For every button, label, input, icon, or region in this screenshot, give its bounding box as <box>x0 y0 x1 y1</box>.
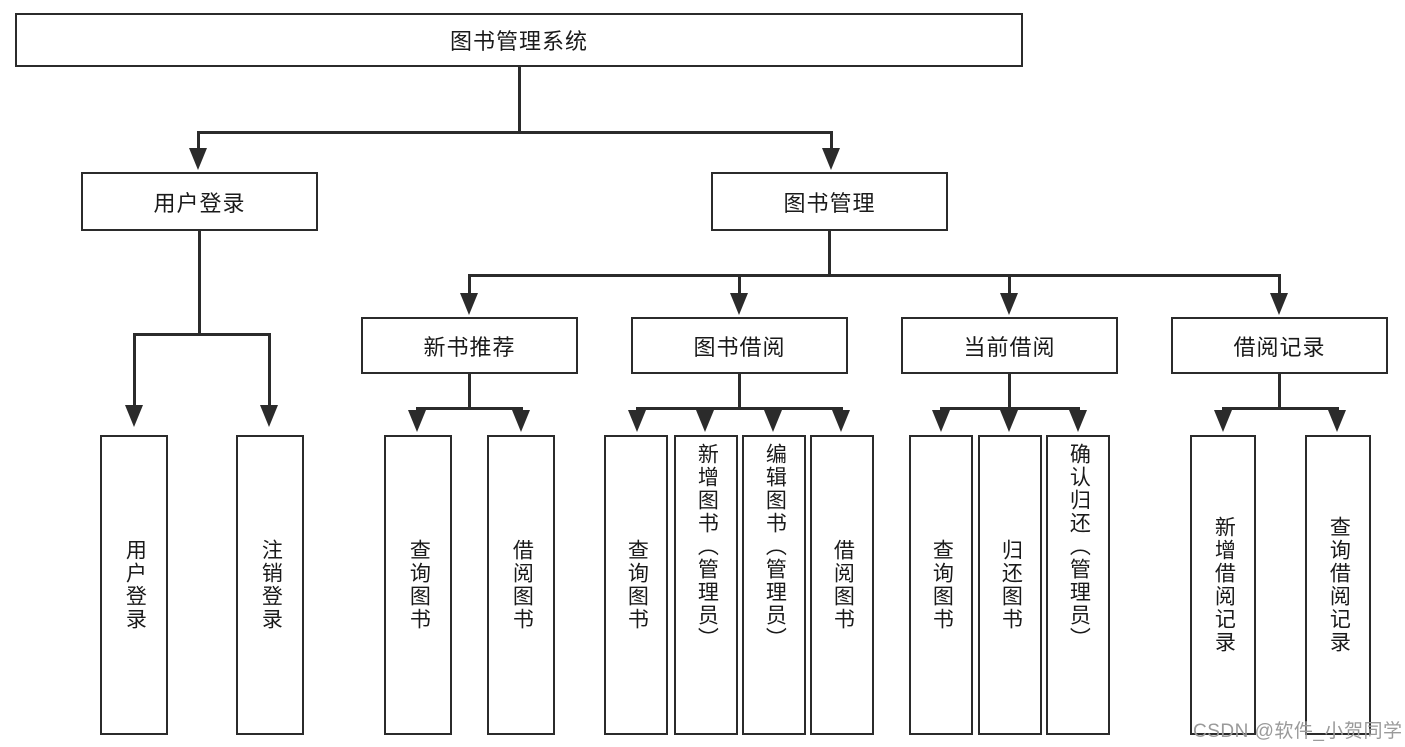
connector-user-login-drop-1 <box>133 333 136 408</box>
connector-level3-drop-2 <box>738 274 741 296</box>
leaf-user-login-logout[interactable]: 注销登录 <box>236 435 304 735</box>
arrow-borrow-record-leaf-1 <box>1214 410 1232 432</box>
leaf-label: 新增图书（管理员） <box>695 443 719 650</box>
connector-book-management-stem <box>828 231 831 276</box>
node-borrow-record[interactable]: 借阅记录 <box>1171 317 1388 374</box>
leaf-borrow-record-query-record[interactable]: 查询借阅记录 <box>1305 435 1371 735</box>
node-new-book-recommend[interactable]: 新书推荐 <box>361 317 578 374</box>
connector-level3-bus <box>468 274 1280 277</box>
leaf-label: 编辑图书（管理员） <box>763 443 787 650</box>
leaf-current-borrow-return-book[interactable]: 归还图书 <box>978 435 1042 735</box>
arrow-current-borrow-leaf-2 <box>1000 410 1018 432</box>
connector-borrow-record-bus <box>1222 407 1339 410</box>
leaf-label: 确认归还（管理员） <box>1067 443 1091 650</box>
connector-level2-drop-2 <box>830 131 833 151</box>
connector-new-book-stem <box>468 374 471 410</box>
arrow-book-borrow-leaf-1 <box>628 410 646 432</box>
arrow-level3-3 <box>1000 293 1018 315</box>
node-label: 图书借阅 <box>693 334 786 360</box>
leaf-label: 新增借阅记录 <box>1212 516 1236 654</box>
leaf-book-borrow-edit-book-admin[interactable]: 编辑图书（管理员） <box>742 435 806 735</box>
node-current-borrow[interactable]: 当前借阅 <box>901 317 1118 374</box>
arrow-current-borrow-leaf-3 <box>1069 410 1087 432</box>
arrow-level2-1 <box>189 148 207 170</box>
arrow-user-login-leaf-1 <box>125 405 143 427</box>
node-user-login[interactable]: 用户登录 <box>81 172 318 231</box>
node-label: 借阅记录 <box>1233 334 1326 360</box>
arrow-book-borrow-leaf-4 <box>832 410 850 432</box>
arrow-level3-2 <box>730 293 748 315</box>
leaf-label: 查询图书 <box>930 539 954 631</box>
node-label: 新书推荐 <box>423 334 516 360</box>
node-book-management[interactable]: 图书管理 <box>711 172 948 231</box>
node-book-borrow[interactable]: 图书借阅 <box>631 317 848 374</box>
node-label: 当前借阅 <box>963 334 1056 360</box>
connector-level2-drop-1 <box>197 131 200 151</box>
arrow-level3-4 <box>1270 293 1288 315</box>
leaf-label: 归还图书 <box>999 539 1023 631</box>
csdn-watermark: CSDN @软件_小贺同学 <box>1193 721 1403 742</box>
leaf-label: 借阅图书 <box>510 539 534 631</box>
arrow-level3-1 <box>460 293 478 315</box>
node-label: 图书管理系统 <box>449 29 588 54</box>
connector-book-borrow-bus <box>636 407 843 410</box>
node-label: 用户登录 <box>153 190 246 216</box>
leaf-book-borrow-borrow-book[interactable]: 借阅图书 <box>810 435 874 735</box>
leaf-new-book-borrow-book[interactable]: 借阅图书 <box>487 435 555 735</box>
connector-level2-bus <box>197 131 833 134</box>
leaf-label: 借阅图书 <box>831 539 855 631</box>
leaf-book-borrow-query-book[interactable]: 查询图书 <box>604 435 668 735</box>
arrow-book-borrow-leaf-3 <box>764 410 782 432</box>
connector-book-borrow-stem <box>738 374 741 410</box>
arrow-borrow-record-leaf-2 <box>1328 410 1346 432</box>
arrow-current-borrow-leaf-1 <box>932 410 950 432</box>
leaf-book-borrow-add-book-admin[interactable]: 新增图书（管理员） <box>674 435 738 735</box>
connector-level3-drop-3 <box>1008 274 1011 296</box>
leaf-label: 查询图书 <box>625 539 649 631</box>
node-label: 图书管理 <box>783 190 876 216</box>
connector-borrow-record-stem <box>1278 374 1281 410</box>
leaf-label: 查询借阅记录 <box>1327 516 1351 654</box>
leaf-label: 用户登录 <box>123 539 147 631</box>
connector-user-login-stem <box>198 231 201 335</box>
node-root-book-management-system[interactable]: 图书管理系统 <box>15 13 1023 67</box>
leaf-user-login-login[interactable]: 用户登录 <box>100 435 168 735</box>
leaf-new-book-query-book[interactable]: 查询图书 <box>384 435 452 735</box>
leaf-current-borrow-confirm-return-admin[interactable]: 确认归还（管理员） <box>1046 435 1110 735</box>
leaf-label: 注销登录 <box>259 539 283 631</box>
leaf-label: 查询图书 <box>407 539 431 631</box>
connector-level3-drop-4 <box>1278 274 1281 296</box>
connector-user-login-drop-2 <box>268 333 271 408</box>
connector-root-stem <box>518 67 521 132</box>
connector-new-book-bus <box>416 407 523 410</box>
arrow-book-borrow-leaf-2 <box>696 410 714 432</box>
arrow-user-login-leaf-2 <box>260 405 278 427</box>
leaf-current-borrow-query-book[interactable]: 查询图书 <box>909 435 973 735</box>
leaf-borrow-record-add-record[interactable]: 新增借阅记录 <box>1190 435 1256 735</box>
arrow-new-book-leaf-2 <box>512 410 530 432</box>
connector-level3-drop-1 <box>468 274 471 296</box>
arrow-level2-2 <box>822 148 840 170</box>
connector-user-login-bus <box>133 333 270 336</box>
arrow-new-book-leaf-1 <box>408 410 426 432</box>
connector-current-borrow-stem <box>1008 374 1011 410</box>
